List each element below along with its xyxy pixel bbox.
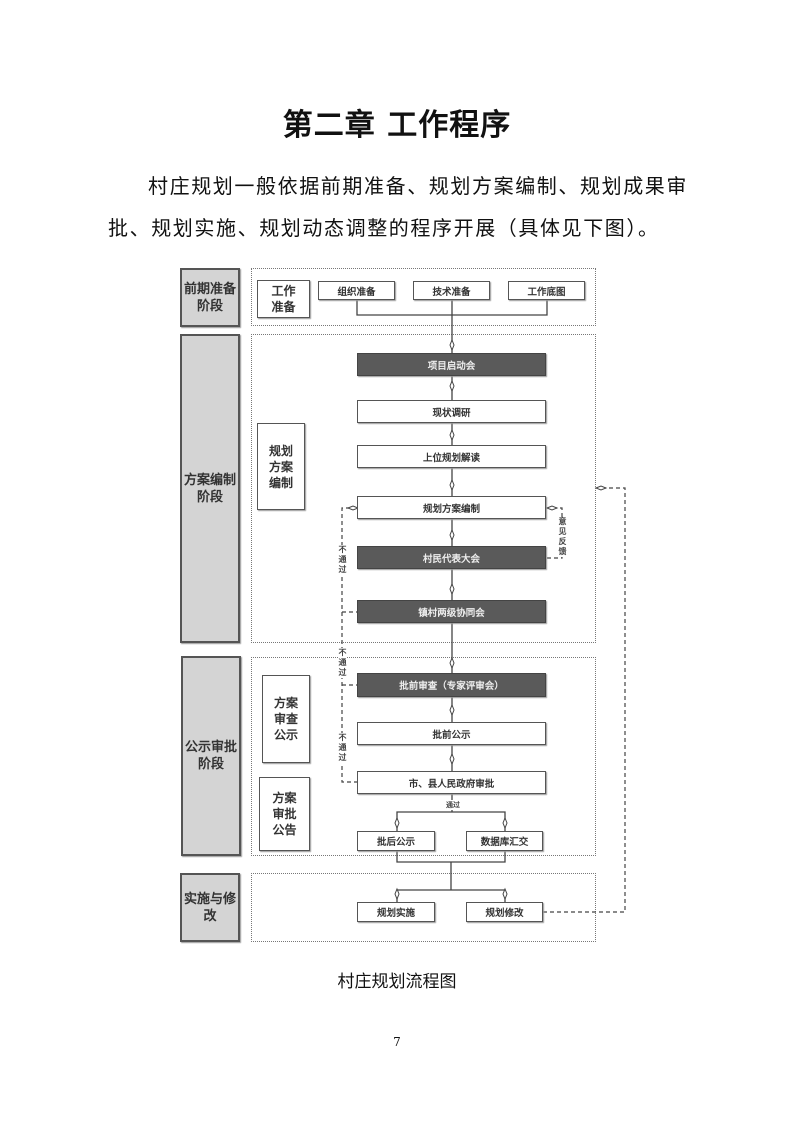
after-approval-box: 批后公示 [357, 831, 435, 851]
figure-caption: 村庄规划流程图 [337, 972, 457, 992]
zone-prep [251, 268, 596, 326]
step-box: 批前审查（专家评审会） [357, 673, 546, 697]
chapter-title: 第二章 工作程序 [282, 108, 512, 143]
merge-connector [396, 851, 506, 902]
after-approval-box: 数据库汇交 [466, 831, 543, 851]
implementation-box: 规划修改 [466, 902, 543, 922]
implementation-box: 规划实施 [357, 902, 435, 922]
zone-implement [251, 873, 596, 942]
paragraph-line: 批、规划实施、规划动态调整的程序开展（具体见下图）。 [108, 216, 660, 240]
feedback-label: 意见反馈 [558, 517, 567, 557]
step-box: 批前公示 [357, 722, 546, 745]
zone-approval [251, 657, 596, 856]
revision-loop-line [543, 487, 626, 913]
stage-approval: 公示审批阶段 [181, 656, 241, 856]
step-box: 现状调研 [357, 400, 546, 423]
paragraph-line: 村庄规划一般依据前期准备、规划方案编制、规划成果审 [148, 174, 688, 198]
prep-item: 技术准备 [413, 281, 490, 300]
stage-compile: 方案编制阶段 [180, 334, 240, 643]
step-box: 市、县人民政府审批 [357, 771, 546, 794]
step-box: 上位规划解读 [357, 445, 546, 468]
step-box: 规划方案编制 [357, 496, 546, 519]
prep-item: 组织准备 [318, 281, 395, 300]
zone-compile [251, 334, 596, 643]
prep-item: 工作底图 [508, 281, 585, 300]
intro-paragraph: 村庄规划一般依据前期准备、规划方案编制、规划成果审 批、规划实施、规划动态调整的… [108, 165, 698, 249]
fail-label: 不通过 [338, 545, 347, 575]
step-box: 村民代表大会 [357, 546, 546, 569]
pass-label: 通过 [443, 800, 463, 810]
diamond-marker [394, 338, 508, 901]
side-label-compile: 规划方案编制 [257, 423, 305, 510]
side-label-announce: 方案审批公告 [259, 777, 310, 851]
stage-implement: 实施与修改 [180, 873, 240, 942]
side-label-work-prep: 工作准备 [257, 280, 310, 318]
stage-prep: 前期准备阶段 [180, 268, 240, 327]
fail-label: 不通过 [338, 733, 347, 763]
step-box: 镇村两级协同会 [357, 600, 546, 623]
side-label-review: 方案审查公示 [262, 675, 310, 763]
fail-label: 不通过 [338, 648, 347, 678]
page-number: 7 [393, 1035, 401, 1049]
step-box: 项目启动会 [357, 353, 546, 376]
